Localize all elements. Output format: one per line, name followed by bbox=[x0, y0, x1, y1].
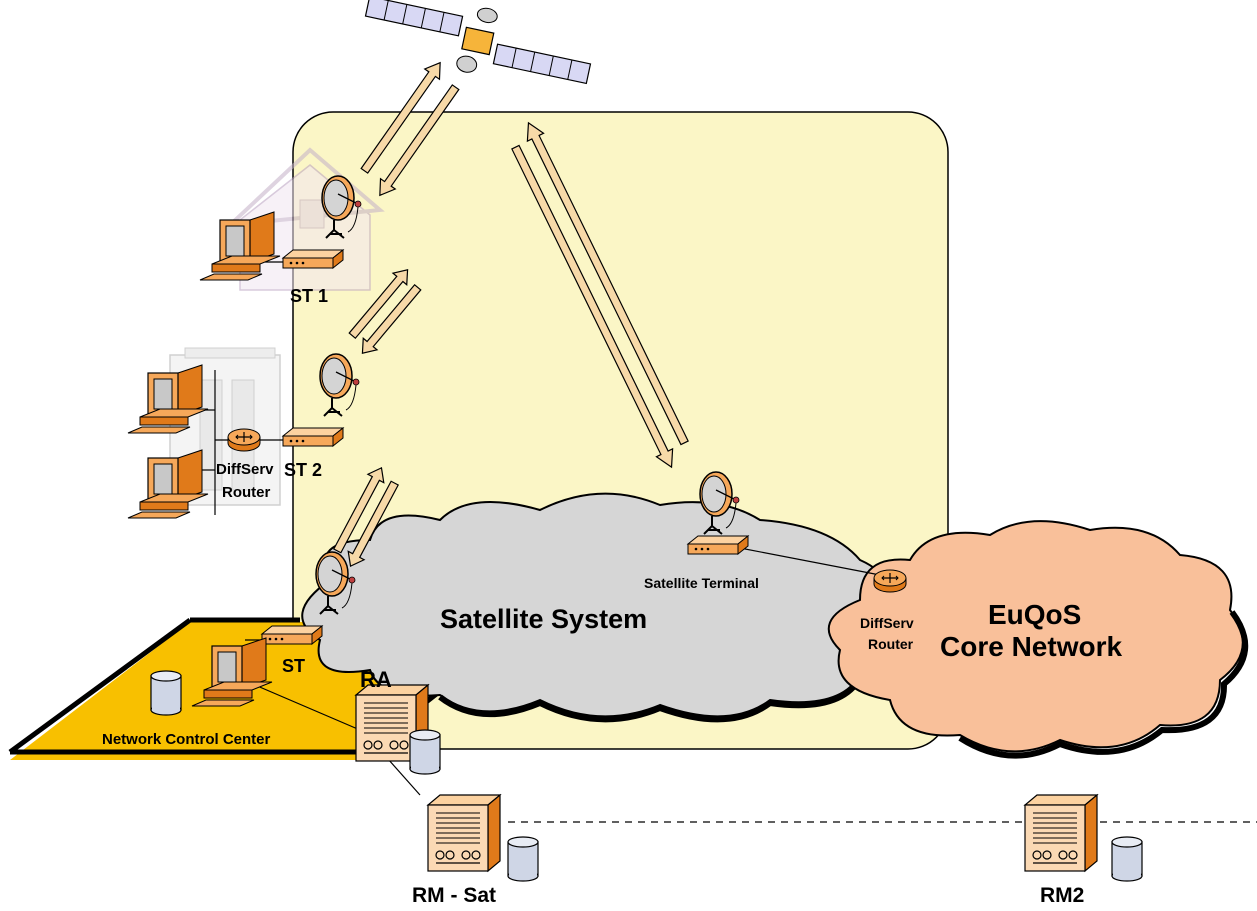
ra-database-icon bbox=[409, 729, 441, 775]
euqos-label-line2: Core Network bbox=[940, 631, 1122, 662]
satellite-system-label: Satellite System bbox=[440, 604, 647, 634]
st2-label: ST 2 bbox=[284, 460, 322, 480]
st1-modem-icon bbox=[282, 249, 344, 269]
st2-modem-icon bbox=[282, 427, 344, 447]
rm-sat-server-icon bbox=[427, 794, 501, 872]
euqos-label-line1: EuQoS bbox=[988, 599, 1081, 630]
diffserv-router-right-label-line1: DiffServ bbox=[860, 615, 914, 631]
rm2-label: RM2 bbox=[1040, 884, 1084, 907]
diffserv-router-left-label-line2: Router bbox=[222, 484, 270, 501]
connection-lines bbox=[200, 261, 1257, 823]
satellite-terminal-modem-icon bbox=[687, 535, 749, 555]
ra-label: RA bbox=[360, 667, 392, 692]
satellite-terminal-label: Satellite Terminal bbox=[644, 575, 759, 591]
rm2-server-icon bbox=[1024, 794, 1098, 872]
st1-label: ST 1 bbox=[290, 286, 328, 306]
ncc-modem-icon bbox=[261, 625, 323, 645]
satellite-icon bbox=[364, 0, 592, 85]
rm2-database-icon bbox=[1111, 836, 1143, 882]
ncc-database-icon bbox=[150, 670, 182, 716]
st2-computer-bottom-icon bbox=[127, 449, 209, 519]
network-control-center-label: Network Control Center bbox=[102, 731, 271, 748]
rm-sat-database-icon bbox=[507, 836, 539, 882]
diffserv-router-right-label-line2: Router bbox=[868, 636, 914, 652]
euqos-core-network-cloud bbox=[827, 520, 1244, 753]
satellite-link-arrows bbox=[333, 61, 689, 568]
euqos-diffserv-router-icon bbox=[873, 569, 907, 593]
st2-diffserv-router-icon bbox=[227, 428, 261, 452]
diffserv-router-left-label-line1: DiffServ bbox=[216, 461, 274, 478]
rm-sat-label: RM - Sat bbox=[412, 884, 496, 907]
ncc-st-label: ST bbox=[282, 656, 305, 676]
